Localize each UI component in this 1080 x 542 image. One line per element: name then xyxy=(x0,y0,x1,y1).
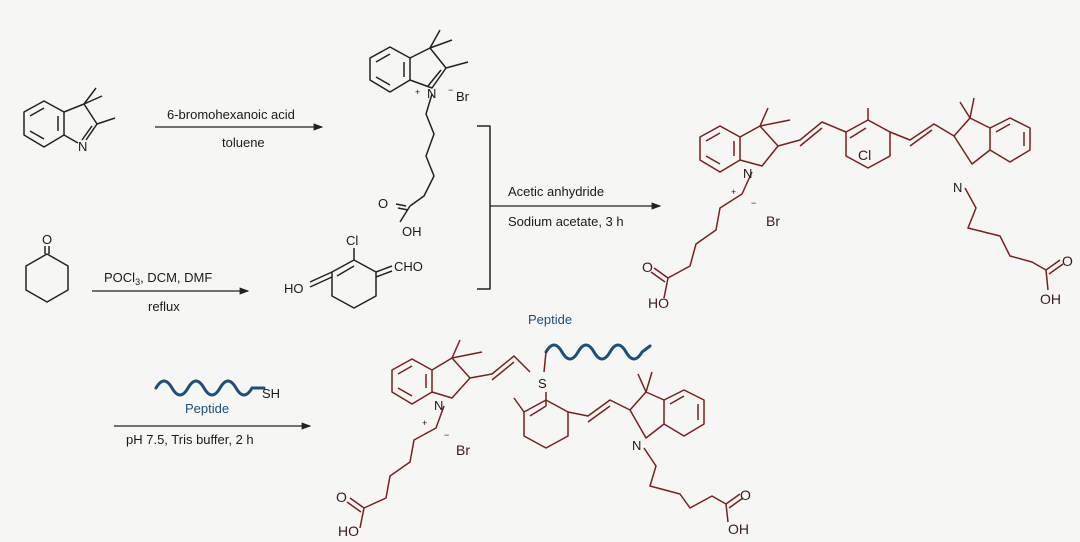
cyanine2-minus-charge: − xyxy=(444,430,449,440)
step3-arrow: Acetic anhydride Sodium acetate, 3 h xyxy=(490,184,662,229)
cyanine2-left-ho-label: HO xyxy=(338,523,359,539)
acid-oh-label: OH xyxy=(402,224,422,239)
cyanine2-left-n-label: N xyxy=(434,398,443,413)
cyanine2-left-o-label: O xyxy=(336,489,347,505)
product-peptide-wave xyxy=(544,343,652,361)
chloro-cyanine-structure: N + − Br Cl N O HO O OH xyxy=(642,97,1073,311)
bromide-label: Br xyxy=(456,89,470,104)
step2-arrow: POCl3, DCM, DMF reflux xyxy=(92,270,250,314)
cyanine2-plus-charge: + xyxy=(422,418,427,428)
indolium-n-label: N xyxy=(427,86,436,101)
cyanine1-left-o-label: O xyxy=(642,259,653,275)
carbonyl-o-label: O xyxy=(378,196,388,211)
cyanine2-right-oh-label: OH xyxy=(728,521,749,537)
cyanine2-right-n-label: N xyxy=(632,438,641,453)
product-peptide-label: Peptide xyxy=(528,312,572,327)
dialdehyde-cl-label: Cl xyxy=(346,233,358,248)
combine-bracket xyxy=(477,125,491,290)
indolenine-n-label: N xyxy=(78,139,87,154)
peptide-thiol-wave xyxy=(154,379,266,397)
dialdehyde-cho-label: CHO xyxy=(394,259,423,274)
ketone-o-label: O xyxy=(42,232,52,247)
cyanine1-left-n-label: N xyxy=(743,166,752,181)
bromide-minus-charge: − xyxy=(448,85,453,95)
step4-condition: pH 7.5, Tris buffer, 2 h xyxy=(126,432,254,447)
cyanine2-bromide-label: Br xyxy=(456,442,470,458)
step3-condition: Sodium acetate, 3 h xyxy=(508,214,624,229)
cyanine1-plus-charge: + xyxy=(731,187,736,197)
dialdehyde-ho-label: HO xyxy=(284,281,304,296)
trimethylindolenine-structure: N xyxy=(23,87,116,154)
step4-arrow: SH Peptide pH 7.5, Tris buffer, 2 h xyxy=(114,379,312,447)
step2-reagent: POCl3, DCM, DMF xyxy=(104,270,212,287)
peptide-cyanine-structure: Peptide S N + − Br N O HO O OH xyxy=(336,312,751,539)
cyanine2-right-o-label: O xyxy=(740,487,751,503)
chloro-dialdehyde-structure: Cl HO CHO xyxy=(284,233,423,309)
indolium-plus-charge: + xyxy=(415,87,420,97)
thioether-s-label: S xyxy=(538,376,547,391)
cyanine1-left-ho-label: HO xyxy=(648,295,669,311)
indolium-bromide-structure: N + − Br O OH xyxy=(369,29,470,239)
cyanine1-bromide-label: Br xyxy=(766,213,780,229)
step3-reagent: Acetic anhydride xyxy=(508,184,604,199)
cyanine1-right-oh-label: OH xyxy=(1040,291,1061,307)
step1-arrow: 6-bromohexanoic acid toluene xyxy=(155,107,324,150)
cyanine1-cl-label: Cl xyxy=(858,147,871,163)
cyanine1-right-o-label: O xyxy=(1062,253,1073,269)
step1-solvent: toluene xyxy=(222,135,265,150)
cyanine1-right-n-label: N xyxy=(953,180,962,195)
cyclohexanone-structure: O xyxy=(25,232,69,303)
step1-reagent: 6-bromohexanoic acid xyxy=(167,107,295,122)
cyanine1-minus-charge: − xyxy=(751,198,756,208)
step2-condition: reflux xyxy=(148,299,180,314)
step4-peptide-label: Peptide xyxy=(185,401,229,416)
thiol-sh-label: SH xyxy=(262,386,280,401)
